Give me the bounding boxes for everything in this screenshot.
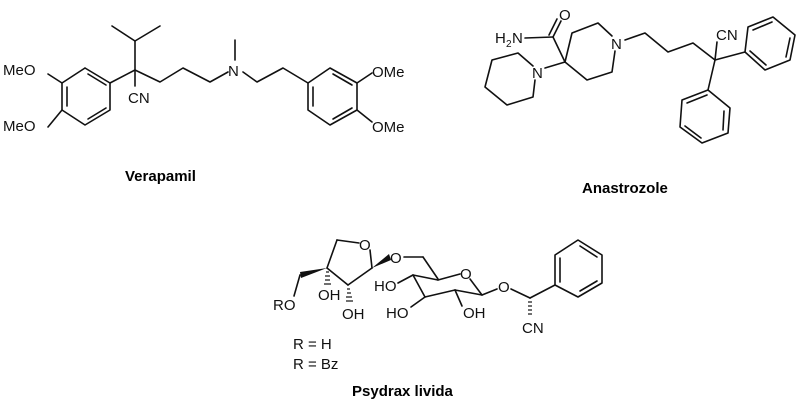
oh-label-3: OH	[463, 305, 486, 322]
carbonyl-o-label: O	[559, 7, 571, 24]
r-group-definition-bz: R = Bz	[293, 356, 338, 373]
pyranose-o-label: O	[460, 266, 472, 283]
verapamil-left-benzene-ring	[61, 67, 111, 126]
nitrile-cn-label: CN	[716, 27, 738, 44]
verapamil-name: Verapamil	[125, 168, 196, 185]
glycosidic-o-label: O	[498, 279, 510, 296]
amide-h-label: H	[495, 30, 506, 47]
oh-label-2: OH	[342, 306, 365, 323]
cn-label: CN	[128, 90, 150, 107]
furanose-o-label: O	[359, 237, 371, 254]
nitrile-cn-label: CN	[522, 320, 544, 337]
verapamil-right-benzene-ring	[307, 67, 358, 126]
hashed-bond	[324, 271, 331, 285]
wedge-bond	[372, 254, 391, 268]
ho-label-2: HO	[386, 305, 409, 322]
meo-label-top: MeO	[3, 62, 36, 79]
wedge-bond	[300, 268, 327, 278]
meo-label-bottom: MeO	[3, 118, 36, 135]
amide-subscript-2: 2	[506, 39, 512, 50]
ome-label-bottom: OMe	[372, 119, 405, 136]
psydrax-name: Psydrax livida	[352, 383, 454, 400]
left-piperidine-ring	[484, 52, 536, 106]
central-piperidine-ring	[564, 22, 616, 81]
anastrozole-structure: O H 2 N N N CN	[484, 7, 796, 144]
ho-label-1: HO	[374, 278, 397, 295]
pyranose-ring	[412, 273, 483, 298]
amide-n-label: N	[512, 30, 523, 47]
r-group-definition-h: R = H	[293, 336, 332, 353]
piperidine-n-label: N	[611, 36, 622, 53]
hashed-bond	[346, 288, 353, 302]
furanose-ring	[326, 239, 373, 286]
lower-phenyl-ring	[679, 89, 731, 144]
verapamil-structure: MeO MeO CN N OMe OMe	[3, 25, 405, 136]
ro-label: RO	[273, 297, 296, 314]
hashed-bond	[528, 301, 532, 315]
upper-phenyl-ring	[744, 16, 796, 71]
ome-label-top: OMe	[372, 64, 405, 81]
piperidinyl-n-label: N	[532, 65, 543, 82]
amine-n-label: N	[228, 63, 239, 80]
oh-label-1: OH	[318, 287, 341, 304]
mandelonitrile-phenyl-ring	[554, 239, 603, 298]
psydrax-structure: O O RO OH OH	[273, 237, 603, 337]
anastrozole-name: Anastrozole	[582, 180, 668, 197]
linker-o-label: O	[390, 250, 402, 267]
